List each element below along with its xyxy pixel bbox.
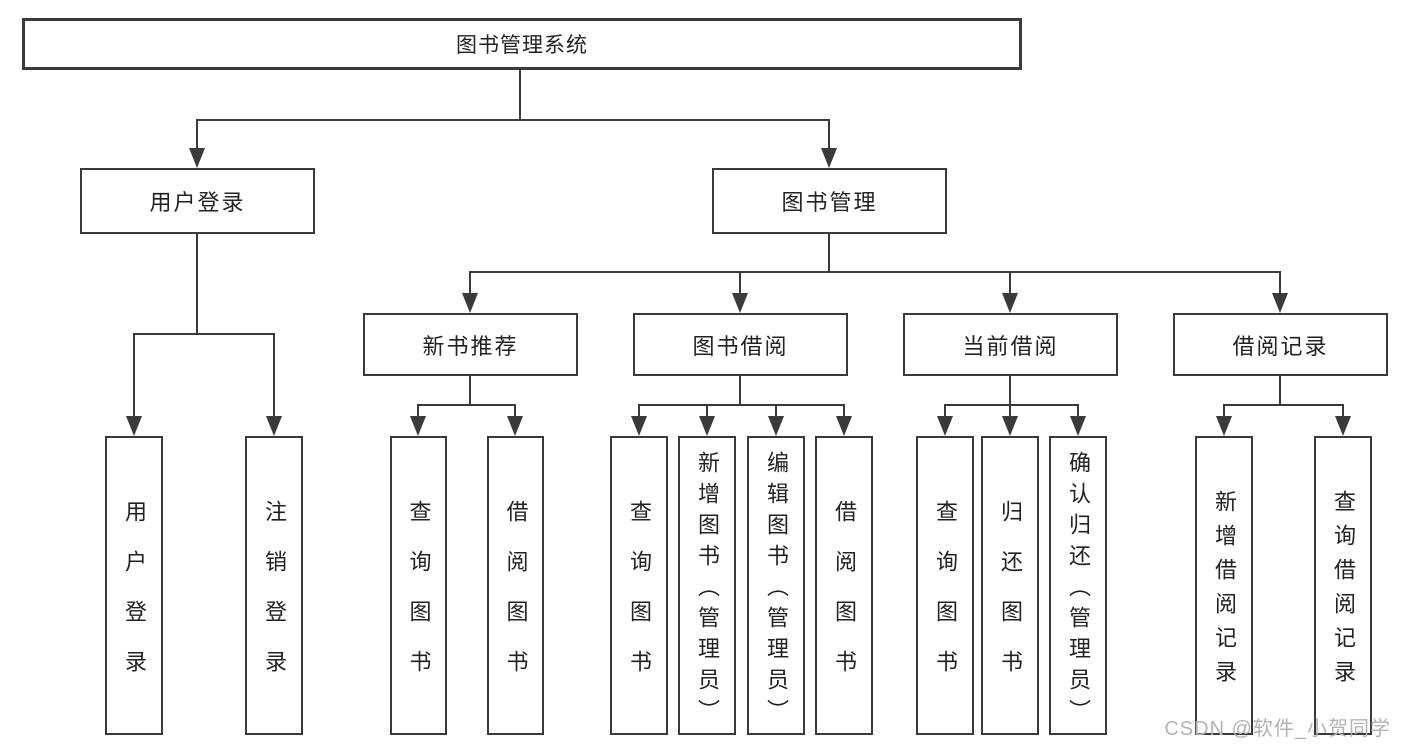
leaf-label: 新增图书（管理员） — [695, 450, 720, 730]
leaf-label: 编辑图书（管理员） — [764, 450, 789, 730]
connector-hline — [133, 333, 274, 335]
connector-vline — [469, 376, 471, 405]
node-current-borrowing: 当前借阅 — [903, 313, 1118, 376]
connector-arrow — [937, 404, 953, 436]
connector-arrow — [266, 333, 282, 436]
connector-arrow — [410, 404, 426, 436]
connector-arrow — [189, 119, 205, 168]
connector-arrow — [1002, 271, 1018, 313]
connector-arrow — [821, 119, 837, 168]
connector-vline — [1279, 376, 1281, 405]
leaf-edit-books-admin: 编辑图书（管理员） — [747, 436, 805, 735]
leaf-label: 归还图书 — [998, 499, 1023, 700]
leaf-logout: 注销登录 — [245, 436, 303, 735]
leaf-query-books-current: 查询图书 — [916, 436, 974, 735]
connector-arrow — [732, 271, 748, 313]
connector-arrow — [507, 404, 523, 436]
leaf-return-books: 归还图书 — [981, 436, 1039, 735]
node-book-management: 图书管理 — [712, 168, 947, 234]
leaf-query-borrow-record: 查询借阅记录 — [1314, 436, 1372, 735]
leaf-query-books-recommend: 查询图书 — [390, 436, 447, 735]
leaf-label: 新增借阅记录 — [1212, 489, 1237, 694]
connector-arrow — [1335, 404, 1351, 436]
connector-vline — [1009, 376, 1011, 405]
leaf-label: 查询图书 — [627, 499, 652, 700]
connector-arrow — [631, 404, 647, 436]
leaf-label: 用户登录 — [122, 499, 147, 700]
leaf-confirm-return-admin: 确认归还（管理员） — [1049, 436, 1107, 735]
csdn-watermark: CSDN @软件_小贺同学 — [1164, 718, 1391, 740]
connector-hline — [944, 404, 1078, 406]
leaf-borrow-books-recommend: 借阅图书 — [487, 436, 544, 735]
connector-vline — [739, 376, 741, 405]
connector-arrow — [768, 404, 784, 436]
connector-hline — [1223, 404, 1342, 406]
connector-vline — [196, 234, 198, 334]
leaf-label: 查询图书 — [933, 499, 958, 700]
leaf-user-login: 用户登录 — [105, 436, 163, 735]
connector-arrow — [699, 404, 715, 436]
connector-arrow — [1216, 404, 1232, 436]
connector-hline — [638, 404, 844, 406]
node-user-login: 用户登录 — [80, 168, 315, 234]
root-node-library-management-system: 图书管理系统 — [22, 18, 1022, 70]
leaf-label: 查询借阅记录 — [1331, 489, 1356, 694]
connector-hline — [417, 404, 516, 406]
connector-arrow — [1070, 404, 1086, 436]
leaf-borrow-books: 借阅图书 — [815, 436, 873, 735]
leaf-query-books-borrowing: 查询图书 — [610, 436, 668, 735]
node-borrowing-records: 借阅记录 — [1173, 313, 1388, 376]
leaf-label: 借阅图书 — [832, 499, 857, 700]
leaf-label: 确认归还（管理员） — [1066, 450, 1091, 730]
connector-arrow — [126, 333, 142, 436]
node-new-book-recommendation: 新书推荐 — [363, 313, 578, 376]
connector-arrow — [1002, 404, 1018, 436]
leaf-label: 查询图书 — [406, 499, 432, 700]
connector-hline — [196, 119, 830, 121]
node-book-borrowing: 图书借阅 — [633, 313, 848, 376]
connector-vline — [828, 234, 830, 272]
leaf-add-books-admin: 新增图书（管理员） — [678, 436, 736, 735]
connector-arrow — [462, 271, 478, 313]
connector-arrow — [836, 404, 852, 436]
leaf-label: 借阅图书 — [503, 499, 529, 700]
leaf-label: 注销登录 — [262, 499, 287, 700]
leaf-add-borrow-record: 新增借阅记录 — [1195, 436, 1253, 735]
connector-hline — [469, 271, 1281, 273]
connector-vline — [519, 70, 521, 120]
connector-arrow — [1272, 271, 1288, 313]
